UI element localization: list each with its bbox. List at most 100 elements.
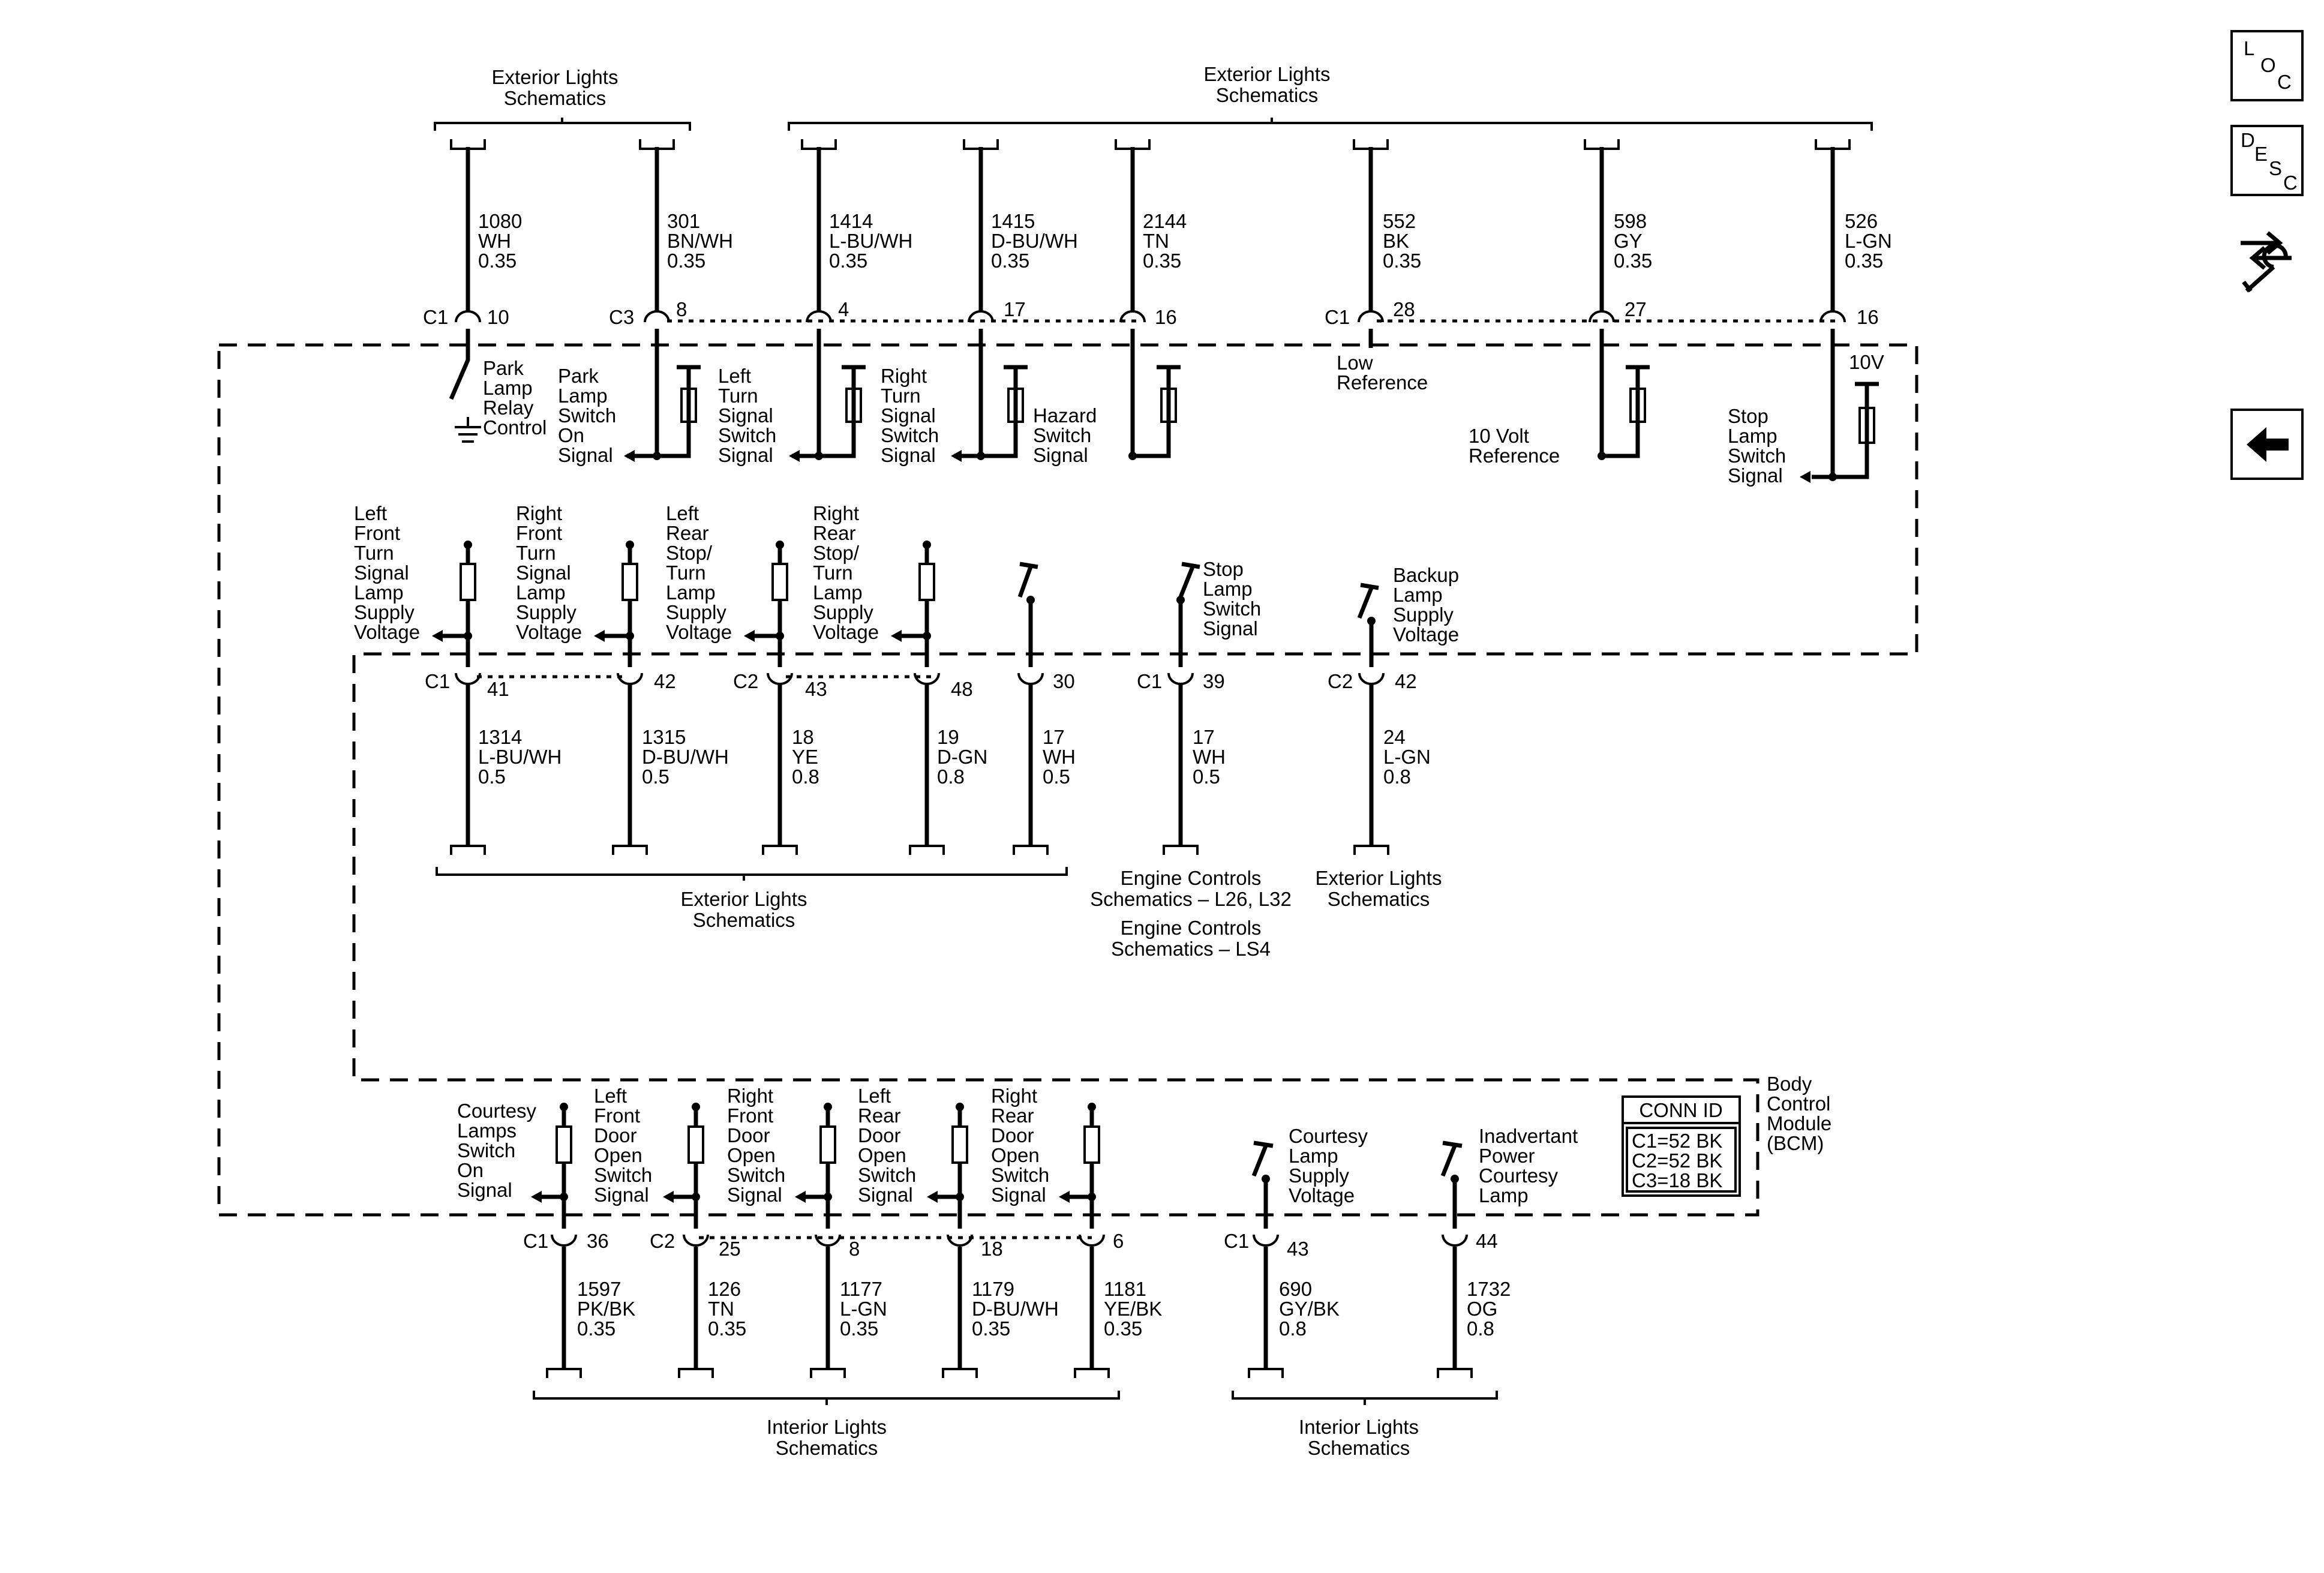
svg-text:44: 44	[1476, 1230, 1498, 1252]
svg-text:0.5: 0.5	[478, 766, 506, 788]
bottom-circuit-4: 1181 YE/BK 0.35 6 Right Rear Door Open S…	[991, 1085, 1162, 1378]
svg-text:GY/BK: GY/BK	[1279, 1298, 1340, 1320]
svg-text:Schematics: Schematics	[693, 909, 795, 931]
svg-text:Body: Body	[1767, 1073, 1812, 1095]
svg-text:2144: 2144	[1143, 210, 1187, 232]
wrench-arrows-icon[interactable]	[2241, 231, 2292, 293]
svg-text:(BCM): (BCM)	[1767, 1132, 1824, 1154]
conn-id-title: CONN ID	[1639, 1099, 1722, 1121]
svg-text:Supply: Supply	[1393, 604, 1454, 626]
svg-text:4: 4	[838, 298, 849, 320]
svg-text:Exterior Lights: Exterior Lights	[1204, 63, 1331, 85]
svg-text:10V: 10V	[1849, 351, 1884, 373]
svg-text:BK: BK	[1383, 230, 1409, 252]
svg-text:Schematics: Schematics	[504, 87, 606, 109]
bottom-circuit-0: 1597 PK/BK 0.35 C1 36 Courtesy Lamps Swi…	[457, 1100, 635, 1378]
mid-group-exterior2-label[interactable]: Exterior Lights Schematics	[1316, 867, 1442, 910]
svg-text:1597: 1597	[577, 1278, 621, 1300]
svg-text:6: 6	[1113, 1230, 1124, 1252]
svg-text:8: 8	[849, 1238, 860, 1260]
svg-text:18: 18	[792, 726, 814, 748]
mid-group-exterior-label[interactable]: Exterior Lights Schematics	[681, 888, 807, 931]
svg-text:Engine Controls: Engine Controls	[1121, 867, 1262, 889]
svg-text:0.35: 0.35	[1104, 1317, 1142, 1340]
svg-text:Door: Door	[727, 1124, 770, 1146]
svg-text:Rear: Rear	[991, 1104, 1034, 1127]
mid-circuit-2: 18 YE 0.8 C2 43 Left Rear Stop/ Turn Lam…	[666, 502, 827, 855]
svg-text:Lamp: Lamp	[813, 581, 863, 604]
svg-text:Left: Left	[354, 502, 387, 524]
svg-text:0.8: 0.8	[1279, 1317, 1307, 1340]
bottom-group-right-label[interactable]: Interior Lights Schematics	[1299, 1416, 1419, 1459]
svg-text:Backup: Backup	[1393, 564, 1459, 586]
svg-text:0.8: 0.8	[1467, 1317, 1494, 1340]
desc-button[interactable]: D E S C	[2230, 125, 2304, 196]
svg-text:Left: Left	[858, 1085, 891, 1107]
svg-text:D-BU/WH: D-BU/WH	[991, 230, 1078, 252]
svg-text:Signal: Signal	[1033, 444, 1088, 466]
svg-text:Open: Open	[858, 1144, 906, 1166]
conn-id-table: CONN ID C1=52 BK C2=52 BK C3=18 BK	[1622, 1095, 1741, 1197]
svg-text:Voltage: Voltage	[516, 621, 582, 643]
svg-text:Lamp: Lamp	[1728, 425, 1777, 447]
conn-id-row: C2=52 BK	[1632, 1149, 1722, 1172]
top-group-left-label[interactable]: Exterior Lights Schematics	[492, 66, 618, 109]
svg-text:43: 43	[805, 678, 827, 700]
bcm-outline	[217, 343, 1918, 1217]
mid-group-engine-label[interactable]: Engine Controls Schematics – L26, L32 En…	[1090, 867, 1292, 960]
svg-text:S: S	[2269, 157, 2282, 179]
conn-id-row: C1=52 BK	[1632, 1130, 1722, 1152]
svg-text:526: 526	[1845, 210, 1878, 232]
svg-text:Schematics: Schematics	[776, 1437, 878, 1459]
svg-text:Relay: Relay	[483, 397, 534, 419]
svg-text:Park: Park	[558, 365, 599, 387]
svg-text:Lamps: Lamps	[457, 1119, 517, 1142]
svg-text:Signal: Signal	[858, 1184, 913, 1206]
svg-text:0.35: 0.35	[577, 1317, 615, 1340]
svg-text:Stop/: Stop/	[813, 542, 860, 564]
loc-button[interactable]: L O C	[2230, 30, 2304, 101]
svg-text:Switch: Switch	[727, 1164, 785, 1186]
top-circuit-2: 1414 L-BU/WH 0.35 4 Left Turn Signal Swi…	[718, 139, 912, 466]
svg-text:Lamp: Lamp	[1479, 1184, 1529, 1206]
back-button[interactable]	[2230, 409, 2304, 480]
svg-text:Park: Park	[483, 357, 524, 379]
svg-text:Turn: Turn	[881, 385, 921, 407]
svg-text:Schematics – LS4: Schematics – LS4	[1111, 938, 1271, 960]
svg-text:Right: Right	[516, 502, 562, 524]
svg-text:36: 36	[587, 1230, 609, 1252]
svg-text:Open: Open	[594, 1144, 642, 1166]
top-group-right-label[interactable]: Exterior Lights Schematics	[1204, 63, 1331, 106]
svg-text:Lamp: Lamp	[558, 385, 608, 407]
svg-text:Voltage: Voltage	[813, 621, 879, 643]
svg-text:42: 42	[1395, 670, 1417, 692]
svg-text:C1: C1	[1224, 1230, 1249, 1252]
svg-text:Front: Front	[594, 1104, 640, 1127]
bottom-group-left-label[interactable]: Interior Lights Schematics	[767, 1416, 887, 1459]
svg-text:OG: OG	[1467, 1298, 1497, 1320]
svg-text:18: 18	[981, 1238, 1003, 1260]
svg-text:Module: Module	[1767, 1112, 1831, 1134]
svg-text:Lamp: Lamp	[354, 581, 404, 604]
svg-text:Door: Door	[991, 1124, 1034, 1146]
svg-text:WH: WH	[478, 230, 511, 252]
svg-text:Courtesy: Courtesy	[1289, 1125, 1368, 1147]
svg-text:Switch: Switch	[991, 1164, 1049, 1186]
svg-text:1181: 1181	[1104, 1278, 1146, 1300]
svg-text:C2: C2	[1328, 670, 1353, 692]
svg-text:0.35: 0.35	[972, 1317, 1010, 1340]
svg-text:Lamp: Lamp	[516, 581, 566, 604]
svg-text:Switch: Switch	[1203, 598, 1261, 620]
svg-text:1415: 1415	[991, 210, 1035, 232]
svg-text:Signal: Signal	[727, 1184, 782, 1206]
svg-text:C2: C2	[650, 1230, 675, 1252]
svg-text:690: 690	[1279, 1278, 1312, 1300]
svg-text:1177: 1177	[840, 1278, 882, 1300]
mid-circuit-1: 1315 D-BU/WH 0.5 42 Right Front Turn Sig…	[516, 502, 729, 855]
svg-text:0.35: 0.35	[1614, 250, 1652, 272]
svg-text:0.5: 0.5	[642, 766, 669, 788]
svg-text:Schematics: Schematics	[1328, 888, 1430, 910]
svg-text:Voltage: Voltage	[1393, 623, 1459, 646]
svg-text:19: 19	[937, 726, 959, 748]
